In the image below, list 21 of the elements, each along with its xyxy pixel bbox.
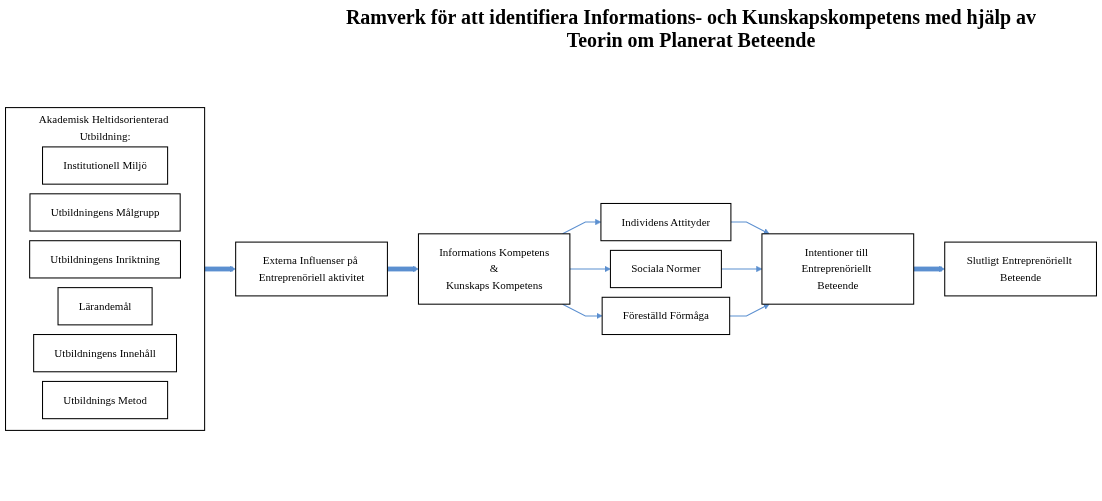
arrow: [387, 265, 419, 273]
arrow: [730, 221, 770, 235]
node-box: Utbildningens Innehåll: [33, 334, 177, 373]
node-box: Institutionell Miljö: [42, 146, 169, 185]
arrow: [913, 265, 945, 273]
diagram-title: Ramverk för att identifiera Informations- och Kunskapskompetens med hjälp av Teorin om Planerat Beteende: [344, 6, 1038, 52]
node-box: Föreställd Förmåga: [601, 296, 731, 336]
node-box: Utbildningens Inriktning: [29, 240, 181, 279]
arrow: [204, 265, 236, 273]
node-box: Individens Attityder: [600, 202, 732, 242]
node-box: Slutligt Entreprenöriellt Beteende: [944, 241, 1097, 297]
node-box: Informations Kompetens & Kunskaps Kompetens: [417, 233, 571, 305]
node-box: Sociala Normer: [609, 249, 722, 289]
node-box: Intentioner till Entreprenöriellt Beteende: [761, 233, 915, 305]
arrow: [562, 303, 603, 319]
node-box: Externa Influenser på Entreprenöriell aktivitet: [235, 241, 388, 297]
arrow: [569, 265, 611, 273]
node-box: Utbildnings Metod: [42, 380, 169, 420]
node-box: Utbildningens Målgrupp: [29, 193, 181, 232]
node-box: Lärandemål: [57, 287, 153, 326]
arrow: [729, 303, 770, 317]
